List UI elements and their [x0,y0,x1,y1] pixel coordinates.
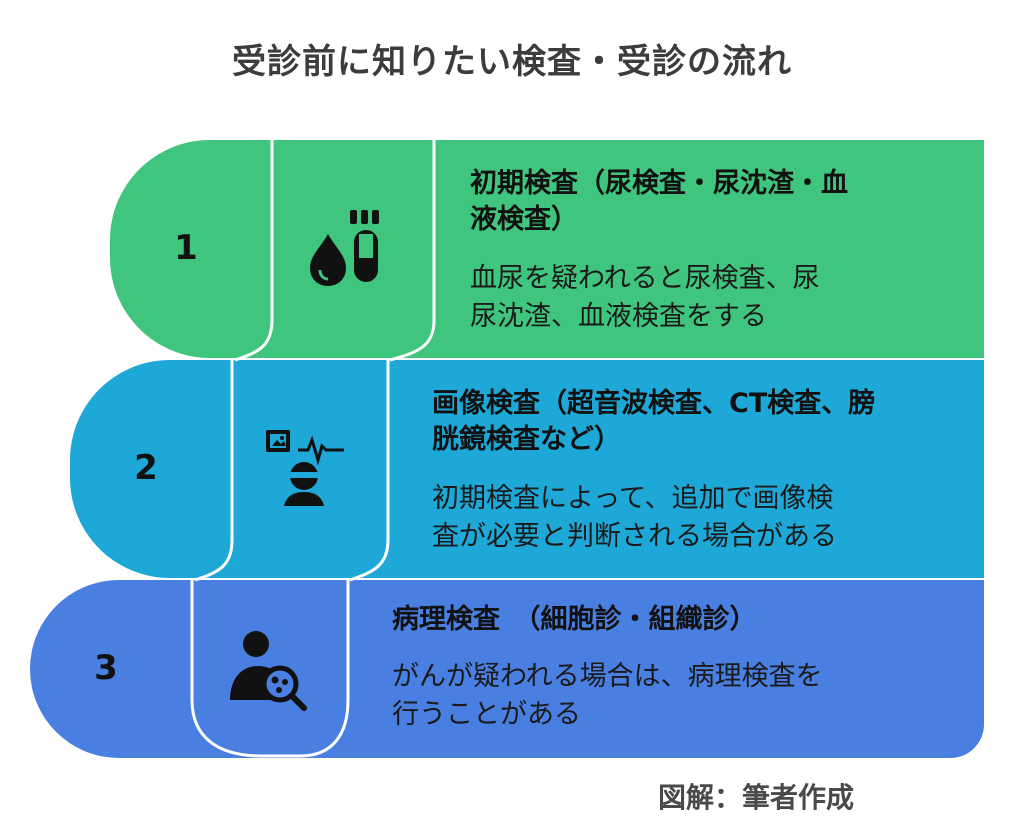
step-2-title-line-1: 画像検査（超音波検査、CT検査、膀 [432,388,876,419]
diagram-credit: 図解：筆者作成 [657,781,854,814]
step-1-title-line-1: 初期検査（尿検査・尿沈渣・血 [470,168,848,199]
step-1-desc-line-2: 尿沈渣、血液検査をする [470,301,767,332]
pathology-magnifier-icon [230,631,307,711]
step-1-title-line-2: 液検査） [470,204,578,235]
imaging-scan-icon [266,430,344,506]
step-3-number: 3 [94,648,118,688]
blood-drop-test-tube-icon [310,210,379,286]
step-3-desc-line-2: 行うことがある [392,699,581,730]
step-1-desc-line-1: 血尿を疑われると尿検査、尿 [470,263,820,294]
step-1-number: 1 [174,228,198,268]
step-3-band [30,580,984,758]
step-2-desc-line-1: 初期検査によって、追加で画像検 [432,483,834,514]
step-2-number: 2 [134,448,158,488]
step-2-title-line-2: 胱鏡検査など） [432,424,621,455]
step-3-desc-line-1: がんが疑われる場合は、病理検査を [392,661,823,692]
step-3-title: 病理検査 （細胞診・組織診） [392,604,757,635]
step-2-desc-line-2: 査が必要と判断される場合がある [432,521,837,552]
diagram-title: 受診前に知りたい検査・受診の流れ [232,42,792,82]
